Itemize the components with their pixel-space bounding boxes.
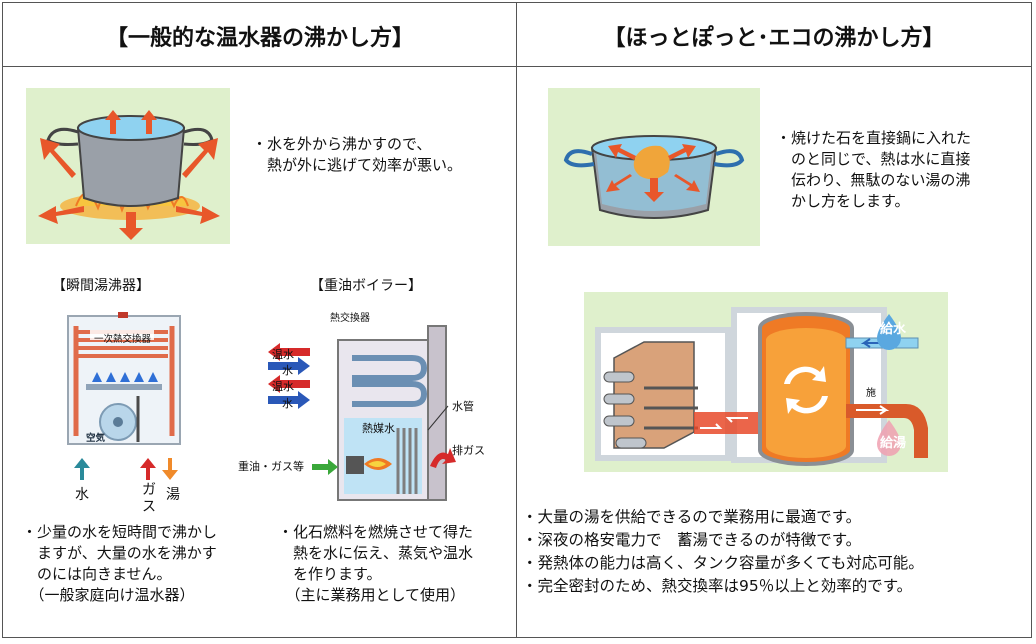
eco-features-list: ・大量の湯を供給できるので業務用に最適です。 ・深夜の格安電力で 蓄湯できるのが… [522, 506, 924, 598]
note-line: 熱を水に伝え、蒸気や温水 [278, 544, 474, 562]
hot-water-supply-label: 給湯 [880, 436, 907, 451]
eco-pot-illustration [548, 88, 760, 246]
note-line: （一般家庭向け温水器） [22, 586, 195, 604]
hotwater-outlet-label: 湯 [166, 487, 180, 503]
water-inlet-label: 水 [75, 487, 89, 503]
column-divider [516, 2, 517, 638]
exhaust-label: 排ガス [452, 444, 485, 457]
instant-heater-arrows [74, 458, 178, 480]
note-line: かし方をします。 [776, 192, 910, 210]
instant-heater-note: ・少量の水を短時間で沸かし ますが、大量の水を沸かす のには向きません。 （一般… [22, 522, 217, 606]
note-line: ・水を外から沸かすので、 [252, 135, 432, 153]
conventional-pot-note: ・水を外から沸かすので、 熱が外に逃げて効率が悪い。 [252, 134, 462, 176]
note-line: のには向きません。 [22, 565, 172, 583]
pipe-label-3: 温水 [272, 380, 294, 393]
oil-boiler-diagram [268, 325, 456, 501]
note-line: のと同じで、熱は水に直接 [776, 150, 971, 168]
boiler-title: 【重油ボイラー】 [310, 278, 422, 294]
valve-label: 施 [866, 388, 876, 399]
feature-item: ・発熱体の能力は高く、タンク容量が多くても対応可能。 [522, 554, 924, 572]
fuel-label: 重油・ガス等 [238, 460, 304, 473]
boiler-note: ・化石燃料を燃焼させて得た 熱を水に伝え、蒸気や温水 を作ります。 （主に業務用… [278, 522, 473, 606]
pipe-label-1: 温水 [272, 348, 294, 361]
air-label: 空気 [86, 433, 106, 444]
note-line: を作ります。 [278, 565, 382, 583]
water-tube-label: 水管 [452, 400, 474, 413]
exchanger-label: 一次熱交換器 [94, 334, 152, 345]
eco-pot-note: ・焼けた石を直接鍋に入れた のと同じで、熱は水に直接 伝わり、無駄のない湯の沸 … [776, 128, 971, 212]
note-line: ・化石燃料を燃焼させて得た [278, 523, 474, 541]
note-line: （主に業務用として使用） [278, 586, 466, 604]
boiler-exchanger-label: 熱交換器 [330, 313, 370, 324]
left-heading: 【一般的な温水器の沸かし方】 [105, 26, 414, 51]
gas-inlet-label: ガス [142, 482, 156, 515]
feature-item: ・深夜の格安電力で 蓄湯できるのが特徴です。 [522, 531, 862, 549]
pipe-label-4: 水 [282, 397, 293, 410]
note-line: 伝わり、無駄のない湯の沸 [776, 171, 971, 189]
note-line: ますが、大量の水を沸かす [22, 544, 217, 562]
note-line: ・焼けた石を直接鍋に入れた [776, 129, 972, 147]
instant-heater-diagram [67, 312, 181, 445]
instant-heater-title: 【瞬間湯沸器】 [52, 278, 150, 294]
heat-medium-label: 熱媒水 [362, 422, 395, 435]
note-line: 熱が外に逃げて効率が悪い。 [252, 156, 463, 174]
supply-water-label: 給水 [880, 322, 907, 337]
eco-system-illustration [584, 292, 948, 472]
header-divider [2, 66, 1032, 67]
note-line: ・少量の水を短時間で沸かし [22, 523, 218, 541]
feature-item: ・大量の湯を供給できるので業務用に最適です。 [522, 508, 862, 526]
pipe-label-2: 水 [282, 364, 293, 377]
feature-item: ・完全密封のため、熱交換率は95％以上と効率的です。 [522, 577, 913, 595]
right-heading: 【ほっとぽっと･エコの沸かし方】 [603, 26, 945, 51]
conventional-pot-illustration [26, 88, 230, 244]
